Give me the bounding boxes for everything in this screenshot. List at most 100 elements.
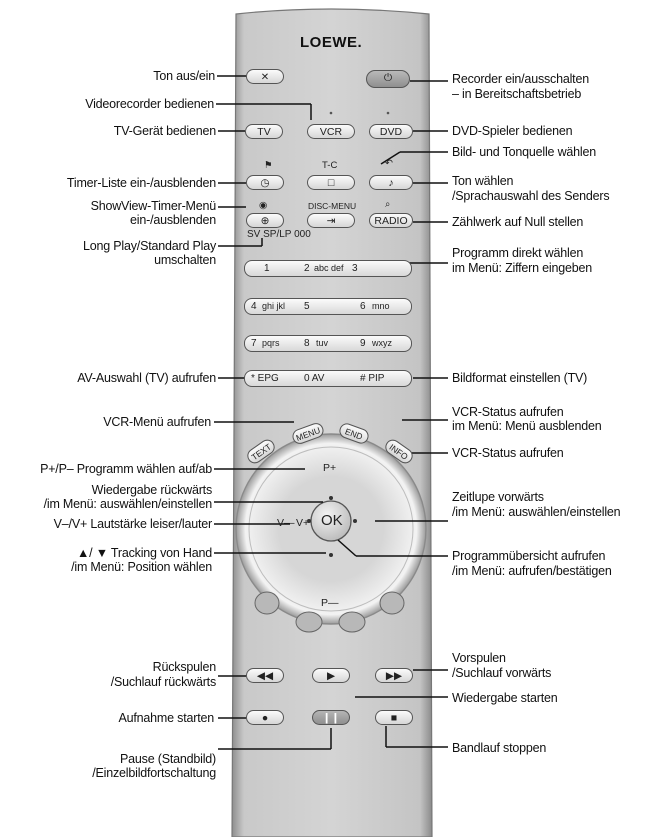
key-8-letters: tuv [316,338,329,348]
key-6[interactable]: 6 [360,301,366,312]
key-1[interactable]: 1 [264,263,270,274]
leader-lines [214,75,448,750]
disc-menu-button[interactable]: ⇥ [307,213,355,228]
label-slowmo-1: Zeitlupe vorwärts [452,490,544,504]
label-longplay-2: umschalten [154,253,216,267]
key-7[interactable]: 7 [251,338,257,349]
power-icon: ⏻ [383,72,393,84]
radio-button[interactable]: RADIO [369,213,413,228]
label-av-select: AV-Auswahl (TV) aufrufen [77,371,216,385]
p-plus-label[interactable]: P+ [323,462,337,474]
ffwd-button[interactable]: ▶▶ [375,668,413,683]
label-record: Aufnahme starten [118,711,215,725]
power-button[interactable]: ⏻ [366,70,410,88]
label-pause-2: /Einzelbildfortschaltung [92,766,216,780]
sound-button[interactable]: ♪ [369,175,413,190]
key-6-letters: mno [372,301,390,311]
pause-button[interactable]: ❙❙ [312,710,350,725]
disc-menu-label: DISC-MENU [308,201,357,211]
label-volume: V–/V+ Lautstärke leiser/lauter [53,517,213,531]
sv-row-label: SV SP/LP 000 [247,229,311,240]
label-longplay-1: Long Play/Standard Play [83,239,216,253]
showview-icon: ⊕ [260,215,270,227]
key-2-letters: abc def [314,263,344,273]
label-prog-overview-2: /im Menü: aufrufen/bestätigen [452,564,612,578]
brand-logo: LOEWE. [300,34,363,51]
label-tracking-1: ▲/ ▼ Tracking von Hand [77,546,212,560]
timer-icon: ◷ [260,177,270,189]
stop-button[interactable]: ■ [375,710,413,725]
source-icon: ↶ [385,158,393,169]
keypad-row-4[interactable] [244,370,412,387]
teletext-icon: □ [327,177,335,189]
label-mute: Ton aus/ein [153,69,215,83]
key-9-letters: wxyz [372,338,392,348]
label-prog-direct-2: im Menü: Ziffern eingeben [452,261,592,275]
key-7-letters: pqrs [262,338,280,348]
key-4[interactable]: 4 [251,301,257,312]
ffwd-icon: ▶▶ [385,670,403,682]
label-source-select: Bild- und Tonquelle wählen [452,145,596,159]
color-button-3 [338,611,366,633]
key-4-letters: ghi jkl [262,301,286,311]
label-stop: Bandlauf stoppen [452,741,547,755]
record-icon: ● [261,712,269,724]
p-minus-label[interactable]: P— [321,597,339,609]
vcr-button[interactable]: VCR [307,124,355,139]
label-sound-1: Ton wählen [452,174,514,188]
search-icon: ⌕ [385,199,391,210]
stop-icon: ■ [390,712,398,724]
rewind-icon: ◀◀ [256,670,274,682]
timer-button[interactable]: ◷ [246,175,284,190]
showview-eye-icon: ◉ [259,200,268,211]
v-minus-label[interactable]: V— [277,517,295,529]
label-vcr-operate: Videorecorder bedienen [85,97,214,111]
label-showview-2: ein-/ausblenden [130,213,216,227]
label-ffwd-2: /Suchlauf vorwärts [452,666,552,680]
pause-icon: ❙❙ [322,712,340,724]
tv-button[interactable]: TV [245,124,283,139]
mute-icon: ✕ [260,72,270,83]
label-slowmo-2: /im Menü: auswählen/einstellen [452,505,621,519]
play-button[interactable]: ▶ [312,668,350,683]
v-plus-label[interactable]: V+ [296,517,310,529]
color-button-1 [254,591,280,615]
label-picture-format: Bildformat einstellen (TV) [452,371,588,385]
ok-label[interactable]: OK [321,512,343,529]
showview-button[interactable]: ⊕ [246,213,284,228]
label-rewind-2: /Suchlauf rückwärts [110,675,216,689]
label-pause-1: Pause (Standbild) [120,752,216,766]
label-ffwd-1: Vorspulen [452,651,506,665]
mute-button[interactable]: ✕ [246,69,284,84]
record-button[interactable]: ● [246,710,284,725]
keypad-row-1[interactable] [244,260,412,277]
keypad-row-3[interactable] [244,335,412,352]
key-5[interactable]: 5 [304,301,310,312]
label-timer-list: Timer-Liste ein-/ausblenden [66,176,216,190]
key-2[interactable]: 2 [304,263,310,274]
sound-icon: ♪ [388,177,394,189]
label-prog-overview-1: Programmübersicht aufrufen [452,549,606,563]
label-showview-1: ShowView-Timer-Menü [90,199,217,213]
color-button-4 [379,591,405,615]
key-9[interactable]: 9 [360,338,366,349]
label-prog-updown: P+/P– Programm wählen auf/ab [40,462,212,476]
disc-menu-icon: ⇥ [326,215,336,227]
teletext-button[interactable]: □ [307,175,355,190]
label-counter-reset: Zählwerk auf Null stellen [452,215,584,229]
rewind-button[interactable]: ◀◀ [246,668,284,683]
label-recorder-1: Recorder ein/ausschalten [452,72,589,86]
key-pip[interactable]: # PIP [360,373,385,384]
key-0-av[interactable]: 0 AV [304,373,325,384]
label-vcr-menu: VCR-Menü aufrufen [103,415,211,429]
key-epg[interactable]: * EPG [251,373,279,384]
label-recorder-2: – in Bereitschaftsbetrieb [452,87,582,101]
color-button-2 [295,611,323,633]
label-rewind-1: Rückspulen [152,660,217,674]
key-8[interactable]: 8 [304,338,310,349]
dvd-button[interactable]: DVD [369,124,413,139]
key-3[interactable]: 3 [352,263,358,274]
keypad-row-2[interactable] [244,298,412,315]
label-vcr-status-info: VCR-Status aufrufen [452,446,564,460]
